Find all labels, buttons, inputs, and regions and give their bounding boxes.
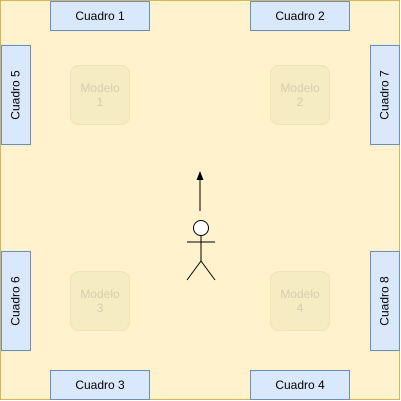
cuadro-6-label: Cuadro 6 [9,276,23,326]
modelo-3-num: 3 [96,301,104,315]
modelo-2-placeholder[interactable]: Modelo 2 [270,65,330,125]
cuadro-8-label: Cuadro 8 [378,276,392,326]
stick-figure-icon [186,220,216,281]
cuadro-3-box[interactable]: Cuadro 3 [50,370,150,400]
modelo-2-num: 2 [296,95,304,109]
cuadro-4-label: Cuadro 4 [275,378,325,392]
modelo-3-placeholder[interactable]: Modelo 3 [70,271,130,331]
cuadro-1-label: Cuadro 1 [75,9,125,23]
cuadro-5-label: Cuadro 5 [9,70,23,120]
cuadro-7-box[interactable]: Cuadro 7 [370,45,400,145]
direction-arrow-icon [196,171,204,211]
cuadro-2-box[interactable]: Cuadro 2 [250,1,350,31]
modelo-4-placeholder[interactable]: Modelo 4 [270,271,330,331]
modelo-4-word: Modelo [280,287,320,301]
cuadro-8-box[interactable]: Cuadro 8 [370,251,400,351]
modelo-3-word: Modelo [80,287,120,301]
cuadro-6-box[interactable]: Cuadro 6 [1,251,31,351]
cuadro-2-label: Cuadro 2 [275,9,325,23]
modelo-2-word: Modelo [280,81,320,95]
cuadro-4-box[interactable]: Cuadro 4 [250,370,350,400]
cuadro-7-label: Cuadro 7 [378,70,392,120]
modelo-1-placeholder[interactable]: Modelo 1 [70,65,130,125]
cuadro-5-box[interactable]: Cuadro 5 [1,45,31,145]
cuadro-1-box[interactable]: Cuadro 1 [50,1,150,31]
modelo-1-num: 1 [96,95,104,109]
modelo-1-word: Modelo [80,81,120,95]
cuadro-3-label: Cuadro 3 [75,378,125,392]
user-figure[interactable] [184,167,220,285]
modelo-4-num: 4 [296,301,304,315]
